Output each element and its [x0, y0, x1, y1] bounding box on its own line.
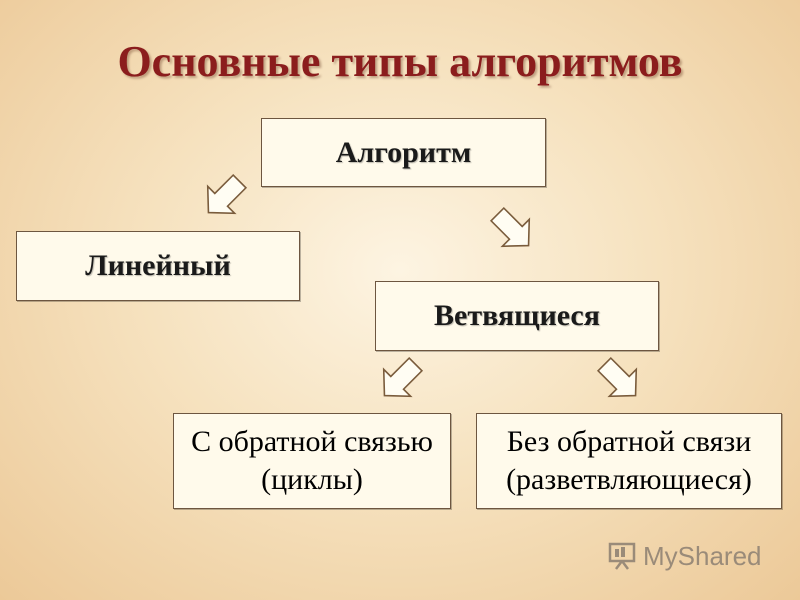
node-branching-label: Ветвящиеся: [434, 299, 600, 332]
node-linear-label: Линейный: [85, 249, 231, 282]
page-title: Основные типы алгоритмов: [117, 37, 683, 86]
node-with-feedback-line2: (циклы): [261, 463, 363, 496]
arrow-to-linear-icon: [194, 167, 254, 227]
node-linear: Линейный: [16, 231, 300, 301]
node-without-feedback-line1: Без обратной связи: [506, 425, 752, 458]
arrow-to-with-feedback-icon: [370, 350, 430, 410]
node-without-feedback: Без обратной связи (разветвляющиеся): [476, 413, 782, 509]
watermark-text: MyShared: [643, 540, 762, 571]
node-branching: Ветвящиеся: [375, 281, 659, 351]
node-without-feedback-line2: (разветвляющиеся): [506, 463, 752, 496]
node-with-feedback-line1: С обратной связью: [191, 425, 433, 458]
node-algorithm: Алгоритм: [261, 118, 546, 187]
node-algorithm-label: Алгоритм: [335, 135, 472, 169]
arrow-to-branching-icon: [483, 200, 543, 260]
watermark: MyShared: [607, 536, 777, 576]
presentation-icon: [608, 542, 636, 570]
arrow-to-without-feedback-icon: [590, 350, 650, 410]
node-with-feedback: С обратной связью (циклы): [173, 413, 451, 509]
